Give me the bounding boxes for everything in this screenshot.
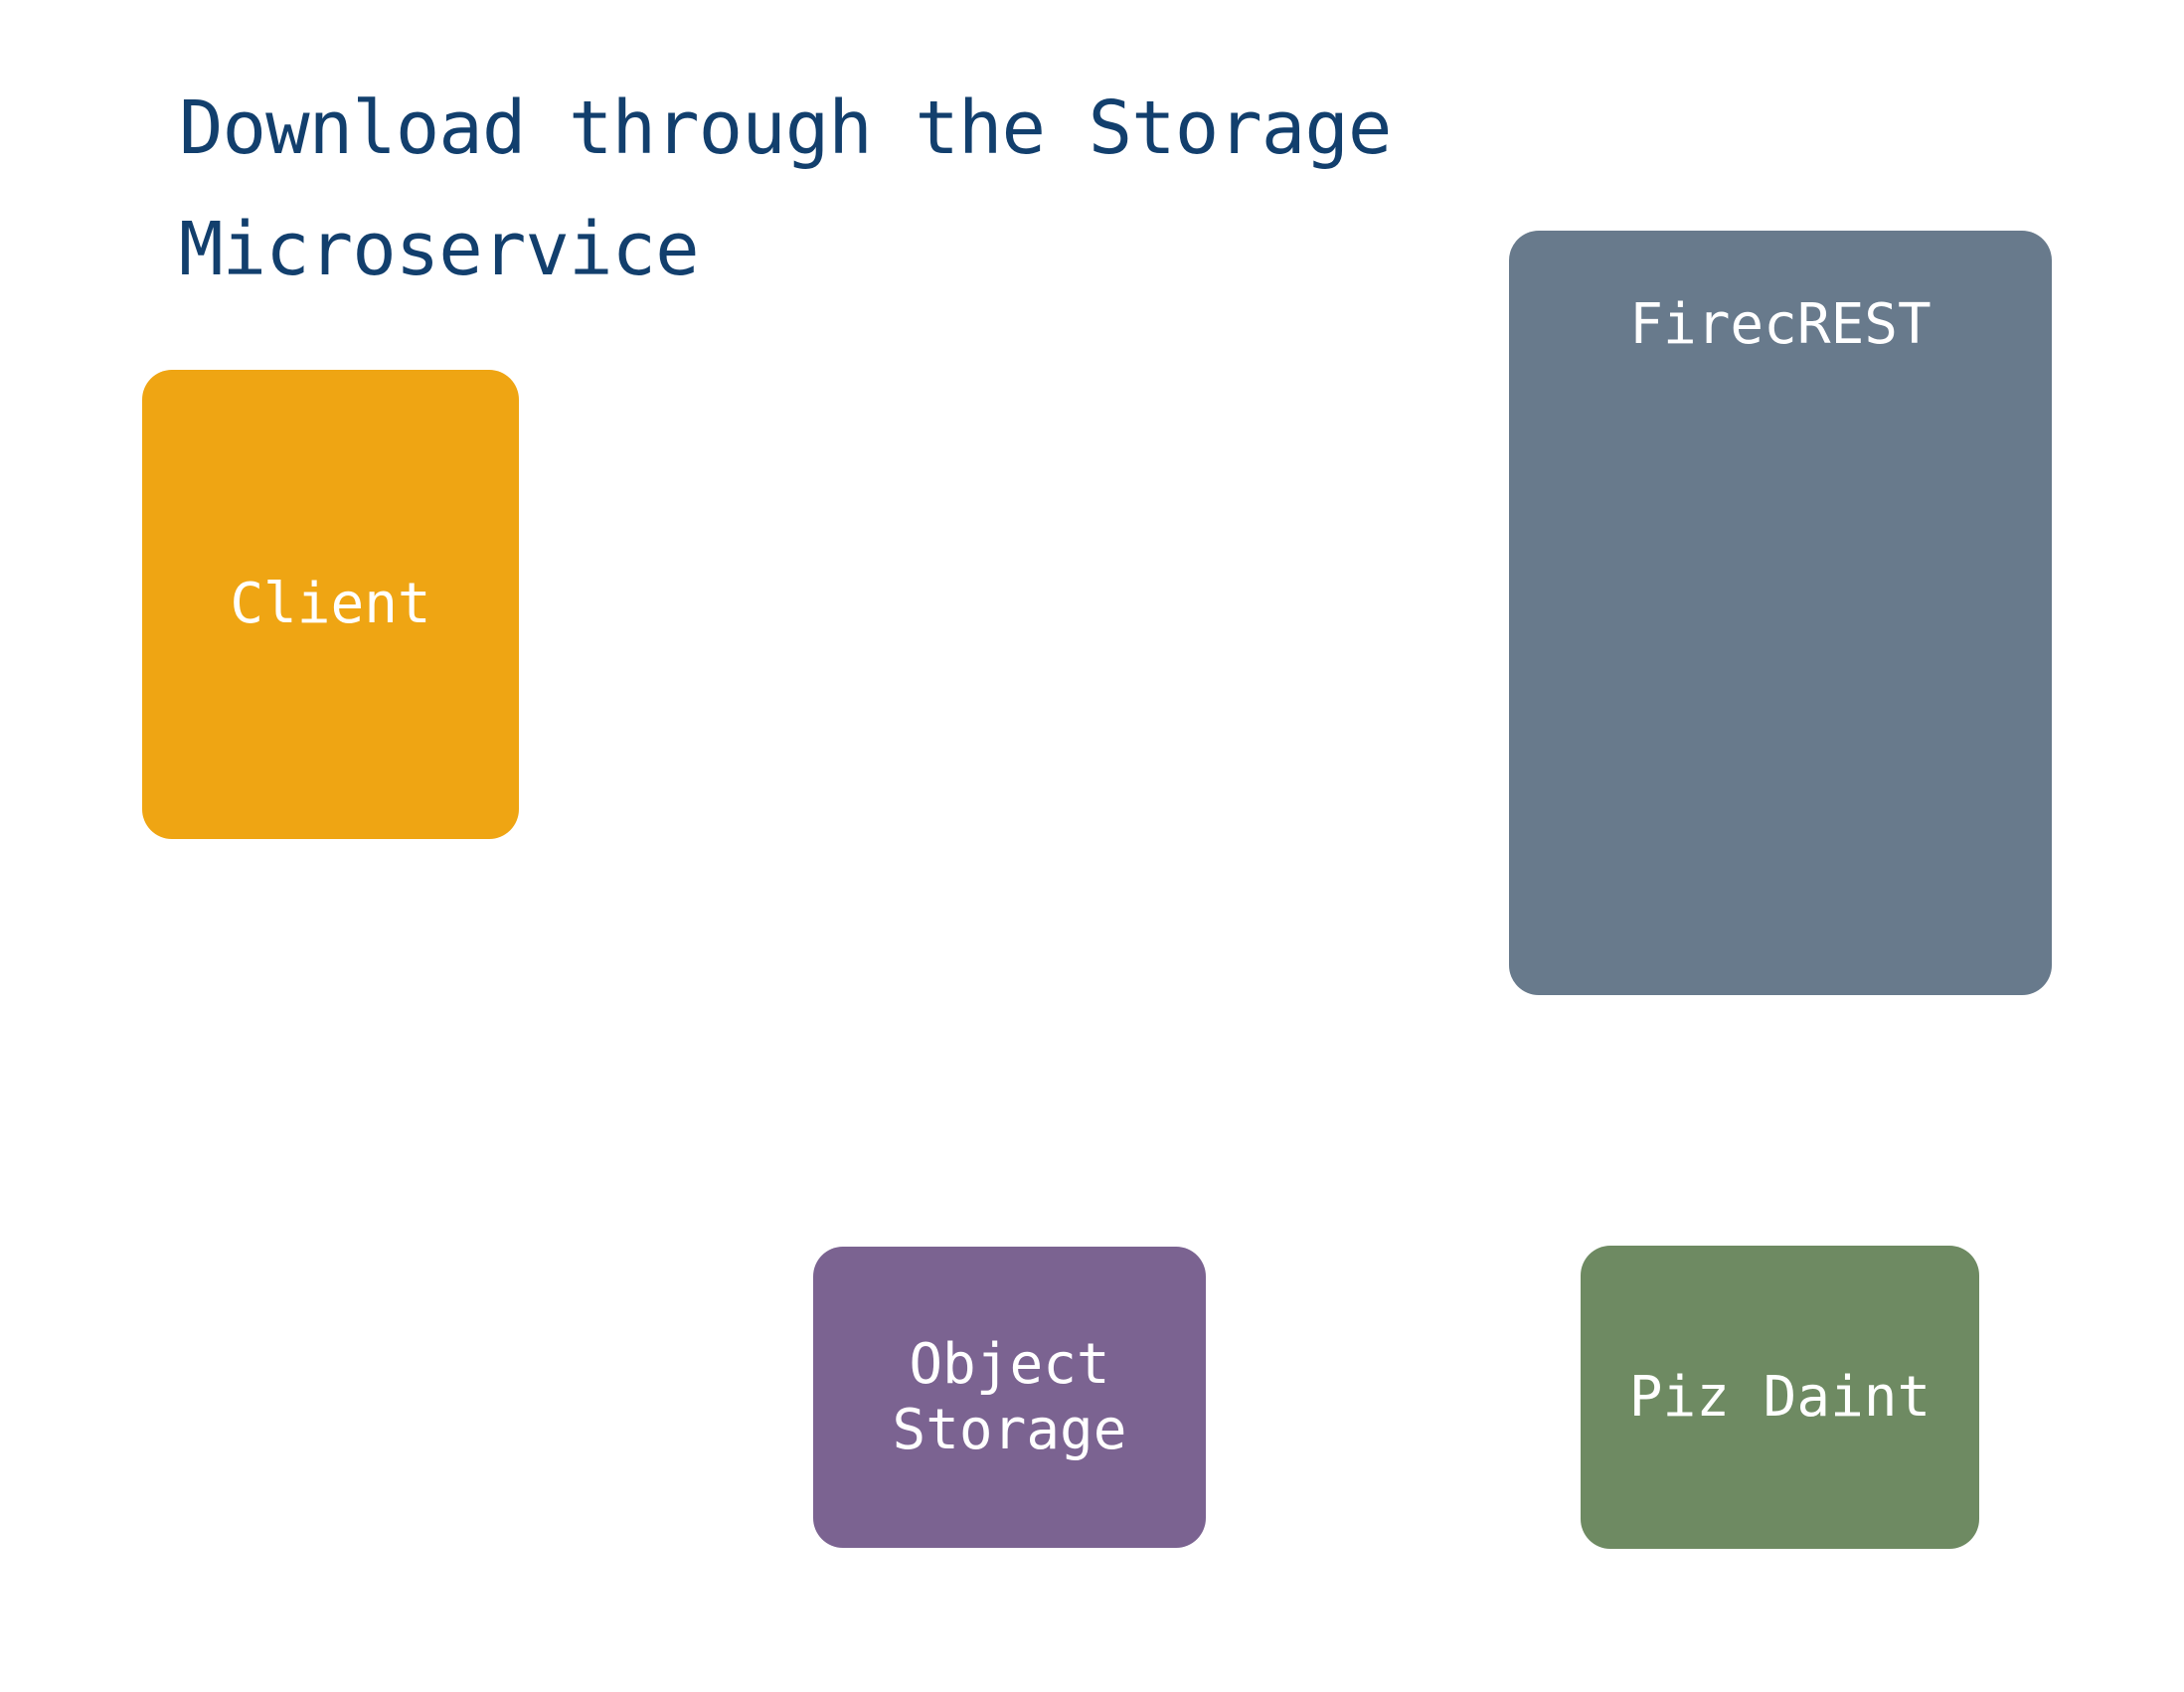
node-piz-daint[interactable]: Piz Daint (1581, 1246, 1979, 1549)
node-object-storage[interactable]: Object Storage (813, 1247, 1206, 1548)
node-firecrest-label: FirecREST (1629, 292, 1932, 357)
node-piz-daint-label: Piz Daint (1628, 1364, 1932, 1430)
node-client[interactable]: Client (142, 370, 519, 839)
page-title: Download through the Storage Microservic… (179, 85, 1392, 292)
node-firecrest[interactable]: FirecREST (1509, 231, 2052, 995)
node-client-label: Client (230, 572, 431, 636)
node-object-storage-label: Object Storage (892, 1331, 1127, 1462)
